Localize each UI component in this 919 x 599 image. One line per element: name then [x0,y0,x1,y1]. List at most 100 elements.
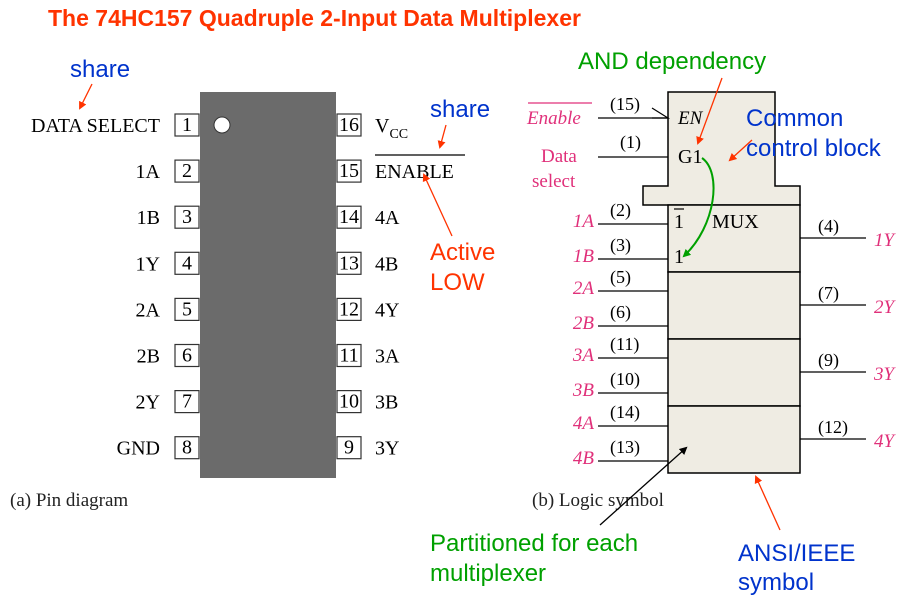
right-pin-number: 14 [339,206,359,228]
input-label: 3A [572,345,595,366]
mux-section-1 [667,204,801,273]
logic-symbol: Enable (15) EN Data select (1) G1 1 1 MU… [526,91,897,511]
left-pin-label: 1A [136,161,161,183]
output-label: 2Y [874,297,897,318]
left-pin-box [174,251,200,275]
left-pin-number: 6 [182,345,192,367]
data-select-pin-number: (1) [620,132,641,153]
output-pin-number: (7) [818,283,839,304]
right-pin-box [336,251,362,275]
input-pin-number: (5) [610,267,631,288]
right-pin-label: 3B [375,392,398,414]
output-pin-number: (12) [818,417,848,438]
input-label: 1A [573,211,595,232]
right-pin-label: 4Y [375,299,399,321]
partitioned-arrow [599,446,688,526]
enable-input-label: Enable [526,108,581,129]
output-label: 4Y [874,431,897,452]
common-control-note-line1: Common [746,105,843,132]
right-pin-label-text: ENABLE [375,161,454,183]
right-pin-number: 16 [339,114,359,136]
left-pin-number: 3 [182,206,192,228]
active-low-note-line2: LOW [430,269,485,296]
input-label: 3B [572,380,595,401]
right-pin-label-text: 3B [375,392,398,414]
and-dependency-note: AND dependency [578,48,766,75]
right-pin-box [336,205,362,229]
right-pin-label-text: V [375,115,390,137]
share-note-right: share [430,96,490,123]
right-pin-box [336,390,362,414]
input-pin-number: (2) [610,200,631,221]
right-pin-label-text: 3A [375,346,400,368]
right-pin-label: 4B [375,253,398,275]
right-pin-label-text: 4A [375,207,400,229]
right-pin-label-subscript: CC [389,127,408,142]
left-pin-number: 7 [182,391,192,413]
en-label: EN [677,108,704,129]
page-title: The 74HC157 Quadruple 2-Input Data Multi… [48,5,581,31]
pin1-indicator [213,116,231,134]
left-pin-number: 1 [182,114,192,136]
left-pin-number: 5 [182,298,192,320]
ansi-note-line2: symbol [738,569,814,596]
data-select-label-line1: Data [541,146,577,167]
partitioned-note-line1: Partitioned for each [430,530,638,557]
one-label: 1 [674,246,684,268]
left-pin-box [174,436,200,460]
partitioned-note-line2: multiplexer [430,560,546,587]
logic-inputs: 1A(2)1B(3)2A(5)2B(6)3A(11)3B(10)4A(14)4B… [572,200,668,469]
right-pin-box [336,297,362,321]
left-pin-box [174,343,200,368]
share-arrow-left [79,83,93,110]
right-pin-label-text: 4Y [375,299,399,321]
active-low-arrow [422,173,453,237]
right-pin-number: 12 [339,298,359,320]
left-pin-number: 4 [182,252,192,274]
right-pin-box [336,343,362,368]
left-pin-number: 2 [182,160,192,182]
left-pin-label: DATA SELECT [31,115,160,137]
g1-label: G1 [678,146,702,168]
common-control-arrow [728,139,753,162]
data-select-label-line2: select [532,171,576,192]
right-pin-number: 11 [339,345,358,367]
right-pin-number: 13 [339,252,359,274]
right-pin-label: ENABLE [375,161,454,183]
enable-pin-number: (15) [610,94,640,115]
right-pin-label-text: 4B [375,253,398,275]
left-pin-label: 1B [137,207,160,229]
left-pin-label: 2A [136,299,161,321]
right-pin-label: 3Y [375,438,399,460]
and-dependency-arrow [696,77,723,145]
right-pin-label-text: 3Y [375,438,399,460]
mux-section-4 [667,405,801,474]
common-control-note-line2: control block [746,135,882,162]
one-bar-label: 1 [674,211,684,233]
left-pin-label: 2Y [136,392,160,414]
pin-diagram-caption: (a) Pin diagram [10,490,128,511]
mux-section-2 [667,271,801,340]
input-label: 4B [573,448,595,469]
right-pin-label: 3A [375,346,400,368]
annotations: share share Active LOW AND dependency Co… [70,48,882,596]
right-pin-box [336,113,362,137]
ansi-note-line1: ANSI/IEEE [738,540,855,567]
share-arrow-right [437,124,447,149]
input-pin-number: (3) [610,235,631,256]
mux-label: MUX [712,211,759,233]
left-pin-box [174,390,200,414]
output-pin-number: (4) [818,216,839,237]
input-label: 2A [573,278,595,299]
left-pin-label: 2B [137,346,160,368]
right-pin-number: 10 [339,391,359,413]
input-pin-number: (10) [610,369,640,390]
output-label: 1Y [874,230,897,251]
input-label: 4A [573,413,595,434]
active-low-note-line1: Active [430,239,495,266]
mux-section-3 [667,338,801,407]
logic-symbol-caption: (b) Logic symbol [532,490,664,511]
